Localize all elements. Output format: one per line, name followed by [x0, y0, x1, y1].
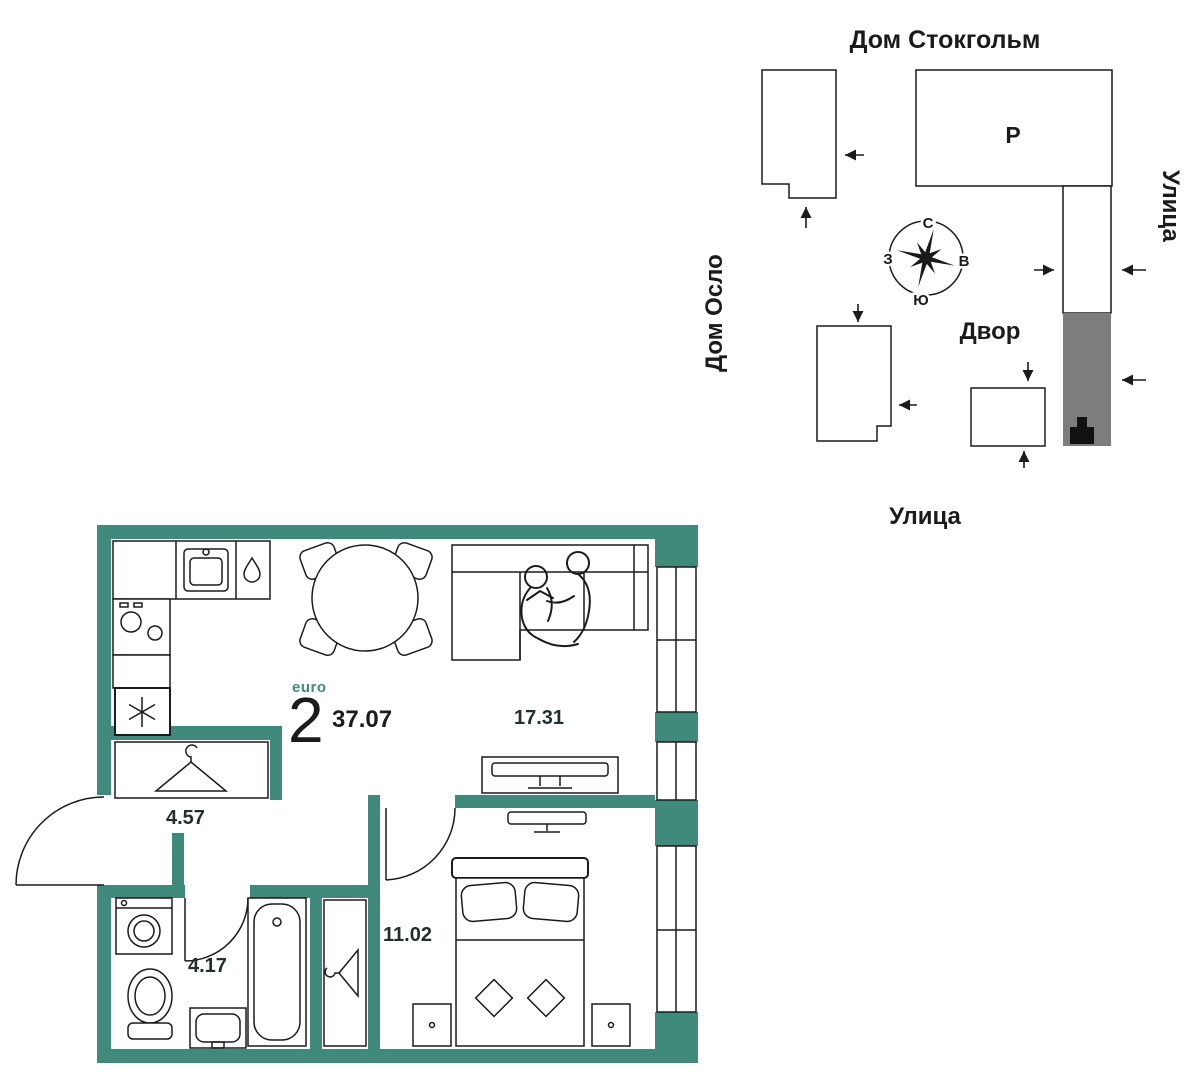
site-title-building-stockholm: Дом Стокгольм: [850, 26, 1041, 54]
wall-right-top: [655, 539, 698, 567]
floor-plan-labels: euro 2 37.07 17.31 4.57 4.17 11.02: [166, 679, 564, 977]
site-plan: Дом Стокгольм Р С Ю З В Дом Осло Улица Д…: [701, 26, 1184, 530]
wall-bathroom-closet: [310, 898, 322, 1049]
wall-right-mid2: [655, 800, 698, 846]
unit-area-label: 37.07: [332, 706, 392, 733]
cushion-right: [526, 978, 566, 1018]
kitchen-counter: [112, 540, 271, 600]
living-room-window: [656, 566, 697, 713]
wall-bottom: [97, 1049, 698, 1063]
courtyard-label: Двор: [960, 318, 1021, 345]
bathtub: [247, 897, 307, 1047]
hallway-area-label: 4.57: [166, 807, 205, 829]
site-building-a: [761, 69, 837, 199]
balcony-window-segment: [656, 741, 697, 801]
washing-machine: [115, 897, 173, 955]
wall-bedroom-left: [368, 795, 380, 1049]
site-building-strip: [1062, 185, 1112, 314]
street-right-label: Улица: [1157, 170, 1184, 242]
entrance-arrows: [800, 149, 1146, 468]
wall-living-bedroom: [455, 795, 655, 808]
nightstand-right: [591, 1003, 631, 1047]
wall-hall-stub: [172, 833, 184, 885]
compass-north: С: [923, 215, 934, 232]
unit-type-label: euro: [292, 679, 327, 696]
compass-rose: С Ю З В: [881, 213, 972, 312]
kitchen-cabinet: [112, 654, 171, 689]
site-parking-building: [915, 69, 1113, 187]
dining-set: [299, 541, 433, 657]
bathroom-fixtures: [115, 897, 307, 1049]
bed: [451, 857, 589, 1047]
compass-south: Ю: [913, 292, 928, 309]
dining-table: [311, 544, 419, 652]
site-building-c: [970, 387, 1046, 447]
pillow-left: [460, 881, 518, 923]
hallway-wardrobe: [114, 741, 269, 799]
hanger-icon: [153, 744, 229, 792]
stove: [112, 598, 171, 656]
bathroom-door: [184, 897, 249, 962]
fridge: [114, 687, 171, 736]
tv-unit-living: [481, 756, 619, 794]
wall-wardrobe-right: [270, 726, 282, 800]
wall-left-upper: [97, 525, 111, 795]
parking-label: Р: [1005, 122, 1020, 148]
wall-bathroom-top-left: [111, 885, 185, 898]
nightstand-left: [412, 1003, 452, 1047]
site-title-building-oslo: Дом Осло: [701, 254, 728, 372]
people-illustration: [520, 551, 591, 648]
bathroom-area-label: 4.17: [188, 955, 227, 977]
wall-left-lower: [97, 885, 111, 1063]
bathroom-sink: [189, 1007, 247, 1049]
bedroom-window: [656, 845, 697, 1013]
wall-right-bottom: [655, 1012, 698, 1049]
living-area-label: 17.31: [514, 707, 564, 729]
kitchen-sink: [183, 548, 229, 592]
closet-hanger-icon: [324, 947, 359, 999]
kitchen: [112, 540, 271, 736]
bed-headboard: [451, 857, 589, 879]
wall-right-mid1: [655, 712, 698, 742]
water-drop-icon: [243, 556, 261, 583]
toilet: [127, 968, 173, 1040]
compass-west: З: [883, 251, 892, 268]
bedroom-area-label: 11.02: [383, 924, 432, 946]
wall-bathroom-top-right: [250, 885, 368, 898]
snowflake-icon: [128, 697, 156, 727]
street-bottom-label: Улица: [889, 503, 961, 530]
site-building-b: [816, 325, 892, 442]
tv-bedroom: [507, 811, 587, 833]
floor-plan: euro 2 37.07 17.31 4.57 4.17 11.02: [15, 525, 698, 1063]
current-building-marker-icon: [1070, 417, 1094, 444]
nightstands: [412, 1003, 631, 1047]
compass-east: В: [959, 253, 970, 270]
entrance-door: [15, 796, 105, 886]
windows: [656, 566, 697, 1013]
unit-rooms-label: 2: [288, 684, 324, 756]
wall-top: [97, 525, 698, 539]
compass-star: [897, 229, 955, 287]
cushion-left: [474, 978, 514, 1018]
bedroom-door: [385, 807, 456, 881]
bedroom-closet: [323, 899, 367, 1047]
pillow-right: [522, 881, 580, 923]
doors: [15, 796, 456, 962]
